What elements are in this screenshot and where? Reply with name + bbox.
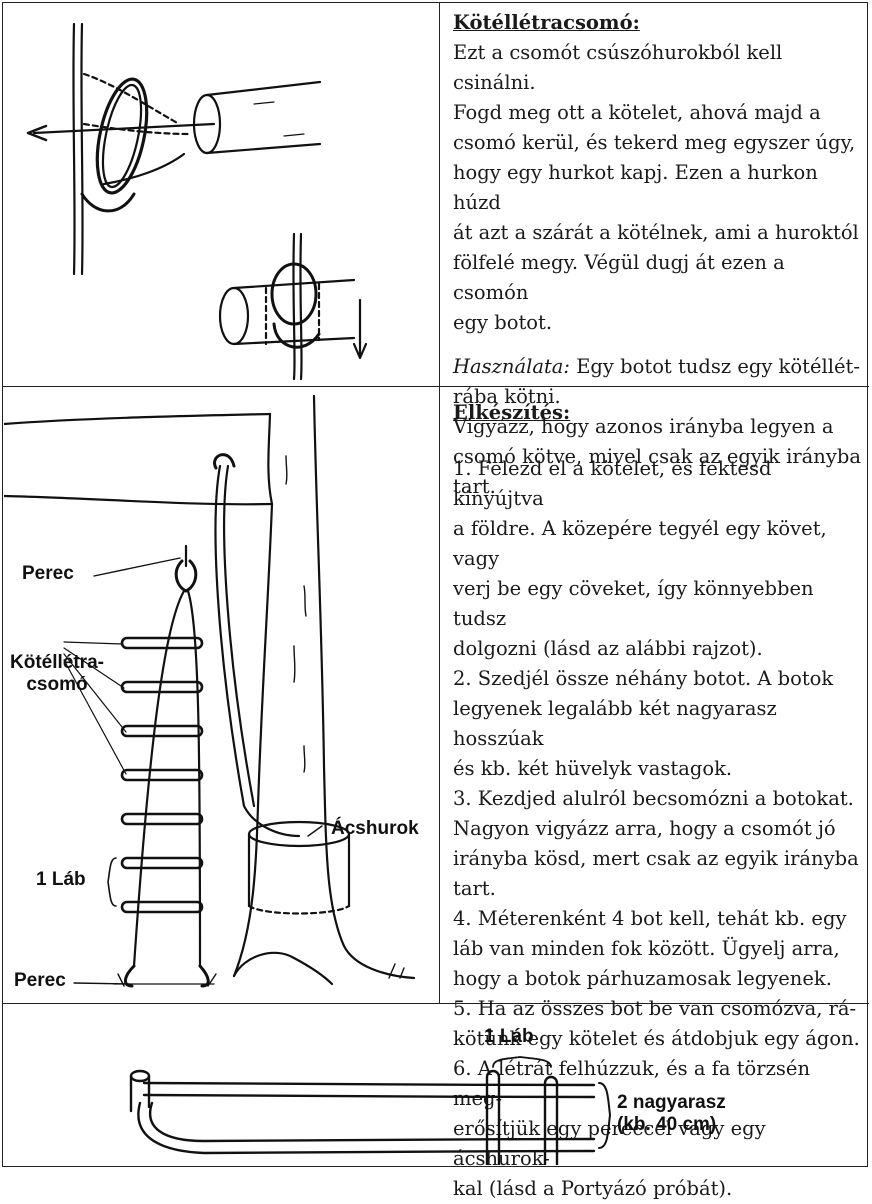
label-span: 2 nagyarasz (kb. 40 cm) [617, 1092, 726, 1136]
section2-line: 2. Szedjél össze néhány botot. A botok [453, 664, 863, 694]
section1-line: át azt a szárát a kötélnek, ami a hurokt… [453, 218, 863, 248]
section2-line: Nagyon vigyázz arra, hogy a csomót jó [453, 814, 863, 844]
label-perec-bottom: Perec [14, 970, 66, 992]
section1-line: hogy egy hurkot kapj. Ezen a hurkon húzd [453, 158, 863, 218]
section2-line: kal (lásd a Portyázó próbát). [453, 1174, 863, 1204]
section1-line: Ezt a csomót csúszóhurokból kell csináln… [453, 38, 863, 98]
label-ladder-knot-line1: Kötéllétra- [10, 652, 104, 674]
section2-line: verj be egy cöveket, így könnyebben tuds… [453, 574, 863, 634]
section1-line: Fogd meg ott a kötelet, ahová majd a [453, 98, 863, 128]
section1-line: fölfelé megy. Végül dugj át ezen a csomó… [453, 248, 863, 308]
section2-line: a földre. A közepére tegyél egy követ, v… [453, 514, 863, 574]
label-one-foot: 1 Láb [36, 869, 86, 891]
ladder-knot-illustration [4, 4, 436, 384]
rope-layout-illustration [4, 1003, 866, 1165]
usage-line: Egy botot tudsz egy kötéllét- [570, 355, 860, 378]
label-ladder-knot: Kötéllétra- csomó [10, 652, 104, 696]
column-divider [439, 3, 440, 1003]
section2-line: 1. Felezd el a kötelet, és fektesd kinyú… [453, 454, 863, 514]
section1-line: csomó kerül, és tekerd meg egyszer úgy, [453, 128, 863, 158]
section2-heading: Elkészítés: [453, 398, 863, 428]
section2-line: 3. Kezdjed alulról becsomózni a botokat. [453, 784, 863, 814]
usage-label: Használata: [453, 355, 570, 378]
label-span-line1: 2 nagyarasz [617, 1092, 726, 1114]
section2-line: és kb. két hüvelyk vastagok. [453, 754, 863, 784]
label-ladder-knot-line2: csomó [10, 674, 104, 696]
section2-line: irányba kösd, mert csak az egyik irányba [453, 844, 863, 874]
section2-line: 4. Méterenként 4 bot kell, tehát kb. egy [453, 904, 863, 934]
section2-line: dolgozni (lásd az alábbi rajzot). [453, 634, 863, 664]
label-span-line2: (kb. 40 cm) [617, 1114, 726, 1136]
section2-line: láb van minden fok között. Ügyelj arra, [453, 934, 863, 964]
section1-line: egy botot. [453, 308, 863, 338]
section2-line: legyenek legalább két nagyarasz hosszúak [453, 694, 863, 754]
section2-line: tart. [453, 874, 863, 904]
label-one-foot-layout: 1 Láb [484, 1026, 534, 1048]
usage-paragraph: Használata: Egy botot tudsz egy kötéllét… [453, 352, 863, 382]
label-acshurok: Ácshurok [331, 818, 419, 840]
label-perec-top: Perec [22, 563, 74, 585]
section1-heading: Kötéllétracsomó: [453, 8, 863, 38]
section2-line: hogy a botok párhuzamosak legyenek. [453, 964, 863, 994]
